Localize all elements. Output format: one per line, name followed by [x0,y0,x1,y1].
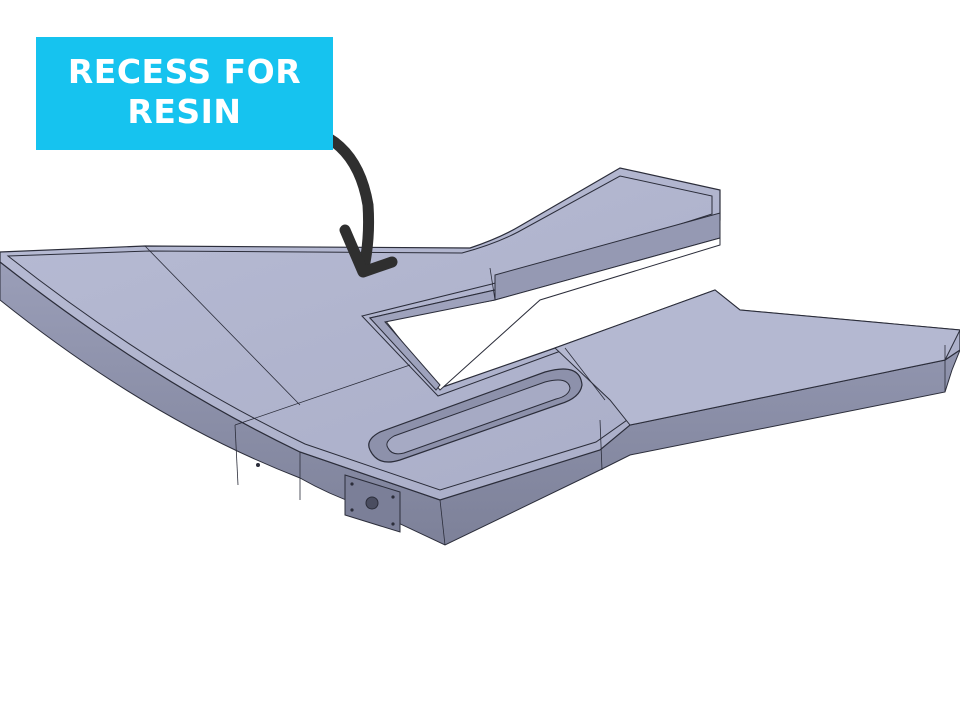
screw-icon [350,482,354,486]
facet-line [564,347,606,401]
screw-icon [350,508,354,512]
facet-line [234,364,411,426]
callout-label: RECESS FOR RESIN [68,52,301,132]
side-hole-icon [256,463,260,467]
facet-line [489,267,496,301]
screw-icon [391,495,395,499]
arrow-head-icon [339,224,398,278]
callout-line: RESIN [127,91,242,131]
screw-icon [391,522,395,526]
neck-pocket-rim [369,289,496,391]
callout-line: RECESS FOR [67,51,302,91]
callout-box: RECESS FOR RESIN [36,37,333,150]
segment-line [599,419,603,471]
segment-line [439,499,446,546]
facet-line [144,245,301,406]
segment-line [234,424,239,486]
jack-hole-icon [365,496,379,510]
control-slot-inner [386,379,571,455]
lower-horn-top [554,289,960,426]
